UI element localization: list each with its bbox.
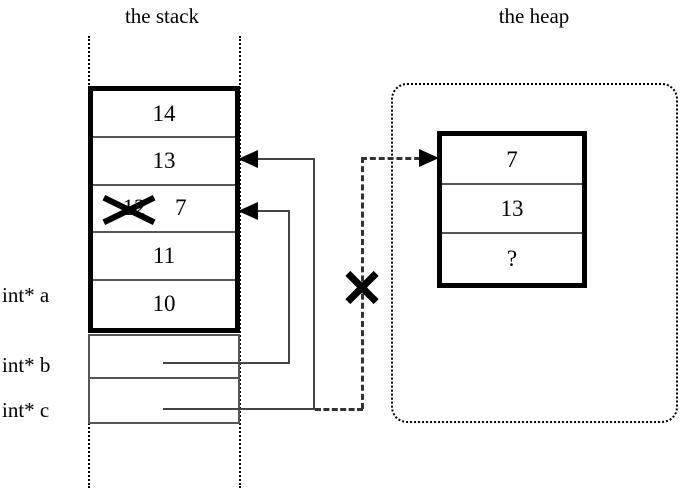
- variable-label-c: int* c: [2, 398, 50, 422]
- pointer-c-segment-horizontal-upper: [258, 158, 315, 160]
- pointer-b-segment-horizontal-lower: [163, 362, 290, 364]
- stack-cell-4-value: 10: [152, 291, 176, 317]
- heap-cell-0-value: 7: [506, 146, 518, 172]
- dashed-pointer-arrowhead: [419, 149, 439, 167]
- stack-region-title: the stack: [124, 4, 200, 28]
- stack-cell-4: 10: [93, 280, 235, 328]
- stack-cell-3: 11: [93, 233, 235, 281]
- stack-cell-0-value: 14: [152, 100, 176, 126]
- heap-cell-0: 7: [442, 136, 582, 185]
- stack-cell-2-old-value: 12: [122, 195, 146, 221]
- stack-array: 14 13 12 7 11 10: [88, 86, 240, 333]
- heap-array: 7 13 ?: [437, 131, 587, 288]
- invalidated-pointer-x-icon: [342, 268, 382, 308]
- stack-cell-0: 14: [93, 91, 235, 139]
- pointer-b-arrowhead: [238, 202, 258, 220]
- pointer-c-arrowhead: [238, 150, 258, 168]
- heap-cell-2: ?: [442, 234, 582, 283]
- heap-region-title: the heap: [498, 4, 570, 28]
- stack-cell-3-value: 11: [152, 242, 176, 268]
- stack-region-right-boundary: [239, 36, 241, 488]
- pointer-c-segment-horizontal-lower: [163, 408, 315, 410]
- heap-cell-1-value: 13: [500, 195, 524, 221]
- stack-cell-2-new-value: 7: [175, 195, 187, 221]
- dashed-pointer-segment-horizontal-lower: [315, 408, 363, 411]
- pointer-b-segment-horizontal-upper: [258, 210, 290, 212]
- heap-cell-1: 13: [442, 185, 582, 234]
- pointer-b-segment-vertical: [288, 211, 290, 364]
- dashed-pointer-segment-horizontal-upper: [361, 157, 429, 160]
- stack-cell-2: 12 7: [93, 185, 235, 234]
- heap-cell-2-value: ?: [506, 245, 518, 271]
- stack-cell-1: 13: [93, 138, 235, 186]
- pointer-c-segment-vertical: [313, 159, 315, 410]
- heap-region-boundary: [391, 83, 678, 423]
- variable-box-c: [88, 379, 240, 424]
- stack-cell-1-value: 13: [152, 148, 176, 174]
- variable-box-b: [88, 334, 240, 379]
- variable-label-a: int* a: [2, 283, 50, 307]
- variable-label-b: int* b: [2, 353, 51, 377]
